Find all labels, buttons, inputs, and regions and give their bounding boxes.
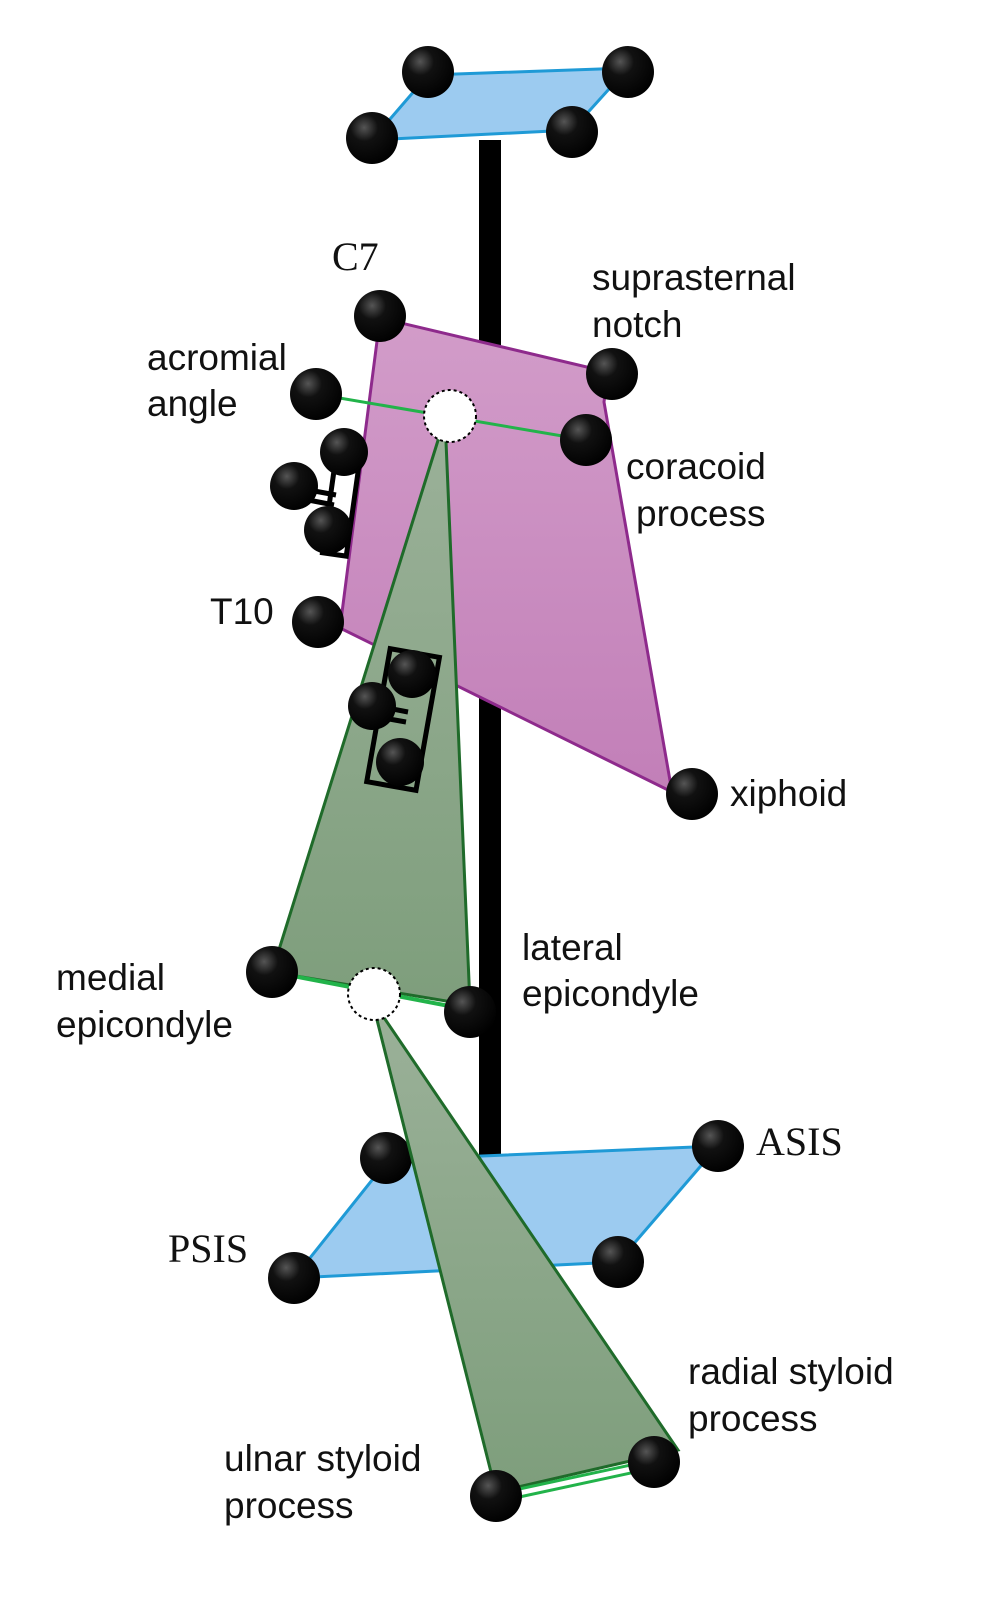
label-c7: C7 (332, 234, 379, 279)
c7-marker (354, 290, 406, 342)
label-coracoid-process-line2: process (636, 493, 766, 534)
label-ulnar-styloid-line2: process (224, 1485, 354, 1526)
label-psis: PSIS (168, 1226, 248, 1271)
label-xiphoid: xiphoid (730, 773, 847, 814)
label-asis: ASIS (756, 1119, 843, 1164)
wrist-axis-line-2 (495, 1466, 655, 1504)
label-lateral-epicondyle-line1: lateral (522, 927, 623, 968)
upper-arm-cluster-marker-mid (270, 462, 318, 510)
upper-arm-cluster-marker-bottom (304, 506, 352, 554)
lateral-epicondyle-marker (444, 986, 496, 1038)
coracoid-process-marker (560, 414, 612, 466)
head-marker-back-right (602, 46, 654, 98)
label-acromial-angle-line1: acromial (147, 337, 287, 378)
shoulder-joint-center (423, 389, 477, 443)
elbow-joint-center (347, 967, 401, 1021)
label-coracoid-process-line1: coracoid (626, 446, 766, 487)
asis-marker (692, 1120, 744, 1172)
psis-marker (268, 1252, 320, 1304)
forearm-cluster-marker-bottom (376, 738, 424, 786)
radial-styloid-marker (628, 1436, 680, 1488)
head-marker-front-right (546, 106, 598, 158)
upper-arm-cluster-marker-top (320, 428, 368, 476)
head-marker-front-left (346, 112, 398, 164)
label-t10: T10 (210, 591, 274, 632)
forearm-segment (370, 999, 681, 1494)
head-marker-back-left (402, 46, 454, 98)
forearm-cluster-marker-mid (348, 682, 396, 730)
pelvis-marker-back (360, 1132, 412, 1184)
forearm-cluster-marker-top (388, 650, 436, 698)
label-radial-styloid-line2: process (688, 1398, 818, 1439)
t10-marker (292, 596, 344, 648)
label-suprasternal-notch-line2: notch (592, 304, 683, 345)
ulnar-styloid-marker (470, 1470, 522, 1522)
suprasternal-notch-marker (586, 348, 638, 400)
label-lateral-epicondyle-line2: epicondyle (522, 973, 699, 1014)
label-suprasternal-notch-line1: suprasternal (592, 257, 796, 298)
pelvis-marker-front (592, 1236, 644, 1288)
xiphoid-marker (666, 768, 718, 820)
label-ulnar-styloid-line1: ulnar styloid (224, 1438, 421, 1479)
medial-epicondyle-marker (246, 946, 298, 998)
label-medial-epicondyle-line2: epicondyle (56, 1004, 233, 1045)
label-radial-styloid-line1: radial styloid (688, 1351, 894, 1392)
label-acromial-angle-line2: angle (147, 383, 238, 424)
label-medial-epicondyle-line1: medial (56, 957, 165, 998)
wrist-axis-line (495, 1458, 655, 1496)
acromial-angle-marker (290, 368, 342, 420)
